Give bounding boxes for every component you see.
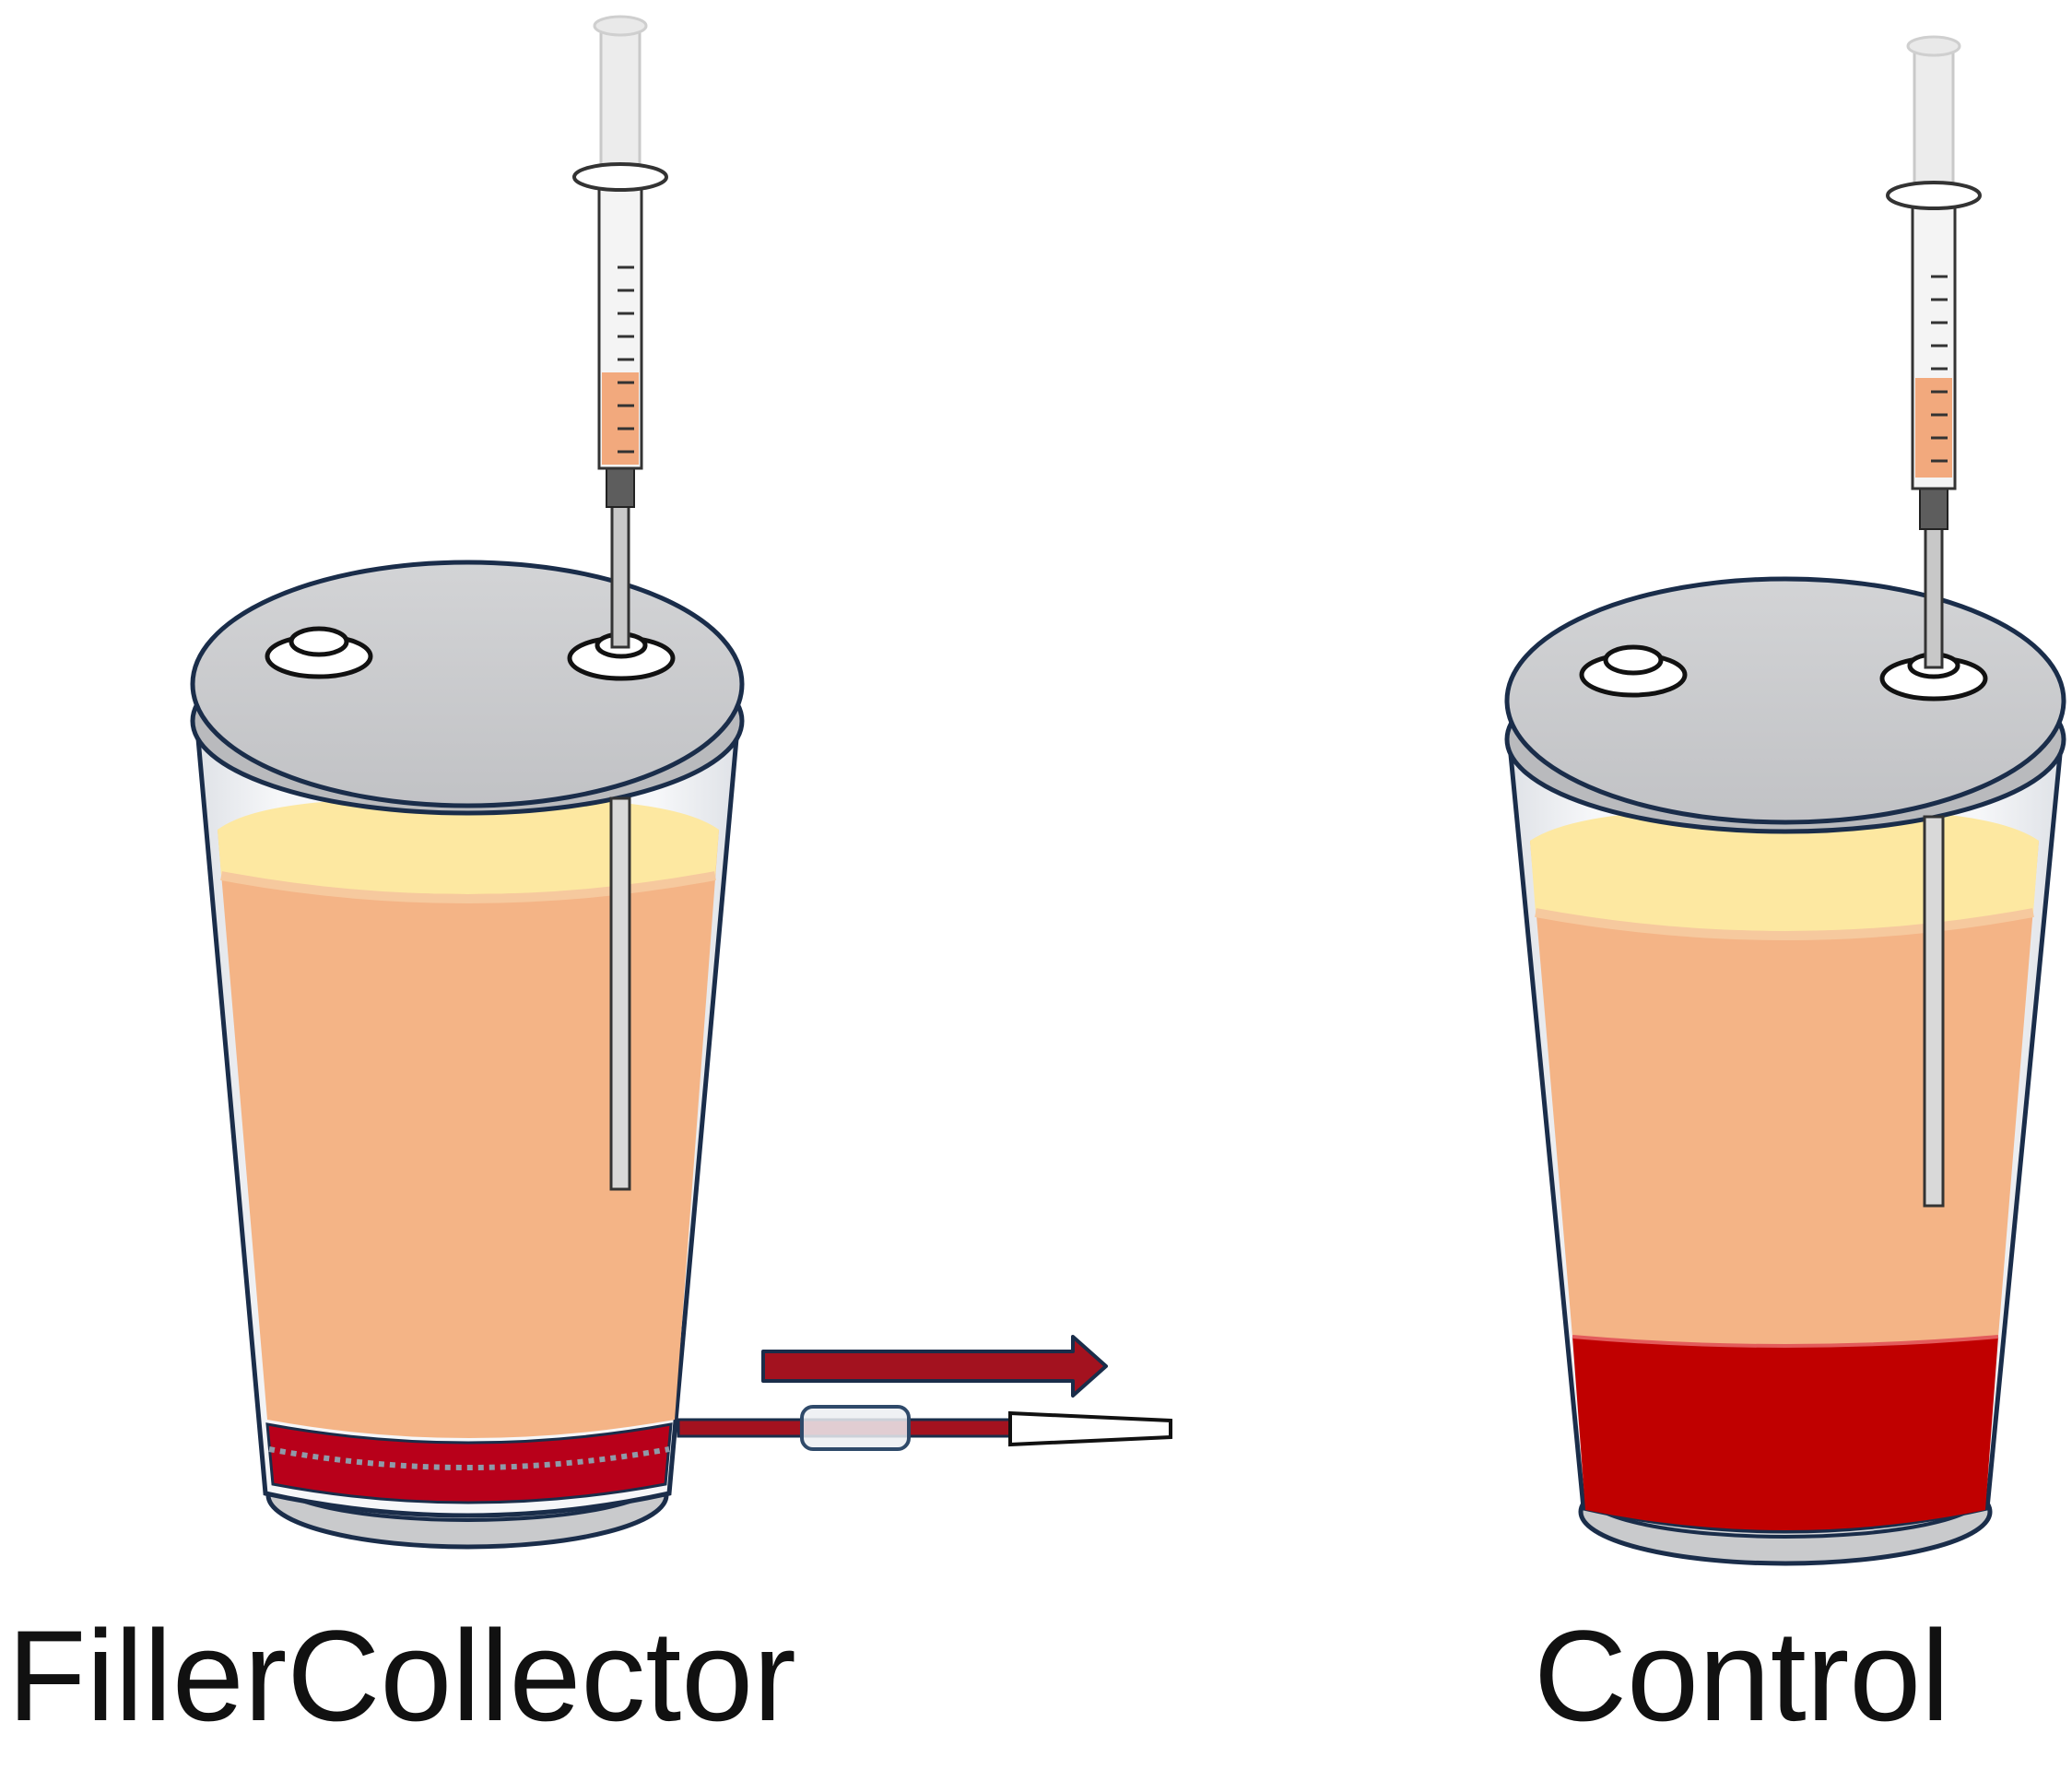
control-apparatus [1504,35,2066,1566]
label-control: Control [1534,1603,1950,1748]
syringe-icon [1886,35,1982,669]
right-fat-layer [1530,818,2039,1346]
right-oil-boundary [1535,908,2034,940]
left-filter-mesh [268,1446,670,1470]
right-blood-boundary [1572,1335,1999,1348]
left-cannula-inner [609,796,631,1191]
filter-connector-icon [800,1405,911,1451]
filler-collector-apparatus [190,15,1172,1550]
left-oil-layer [218,798,719,894]
arrow-right-icon [761,1335,1108,1398]
left-oil-boundary [220,871,716,903]
left-lid-port-cap-top [288,626,349,657]
right-lid-top [1504,576,2066,825]
right-lid-port-cap-top [1603,644,1664,676]
left-fat-layer [218,807,719,1438]
nozzle-icon [1008,1410,1172,1447]
right-blood-layer [1572,1337,1998,1530]
left-blood-layer [265,1422,673,1504]
syringe-icon [572,15,668,649]
label-filler-collector: FillerCollector [7,1603,796,1748]
right-cannula-inner [1923,815,1945,1208]
left-lid-top [190,560,745,808]
right-oil-layer [1530,809,2039,931]
